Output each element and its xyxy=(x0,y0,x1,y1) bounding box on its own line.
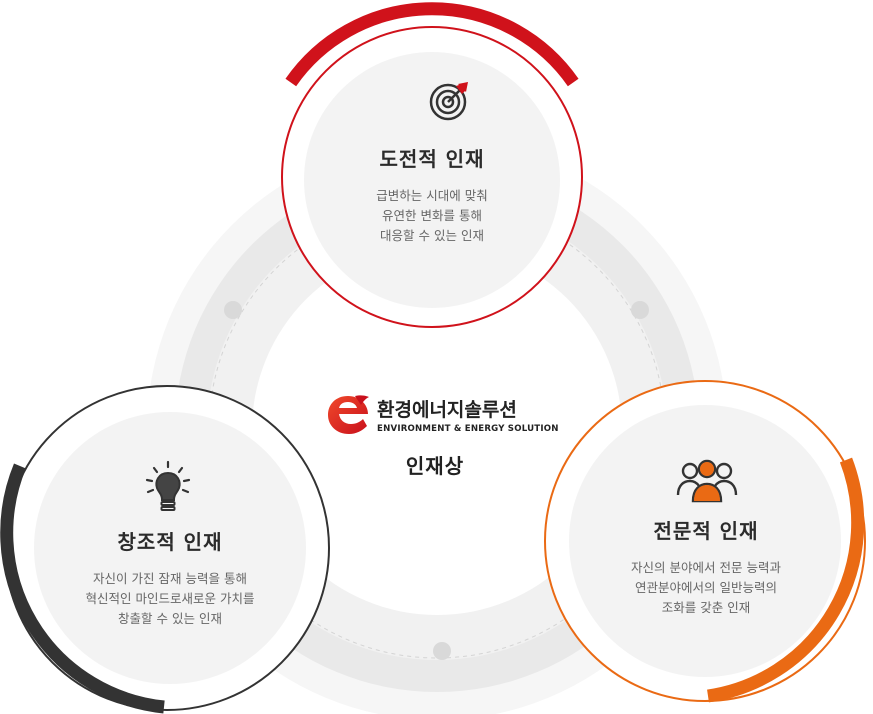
desc-line: 연관분야에서의 일반능력의 xyxy=(635,580,777,595)
desc-line: 대응할 수 있는 인재 xyxy=(380,228,484,243)
expert-desc: 자신의 분야에서 전문 능력과 연관분야에서의 일반능력의 조화를 갖춘 인재 xyxy=(596,558,816,618)
challenge-desc: 급변하는 시대에 맞춰 유연한 변화를 통해 대응할 수 있는 인재 xyxy=(332,186,532,246)
expert-card: 전문적 인재 자신의 분야에서 전문 능력과 연관분야에서의 일반능력의 조화를… xyxy=(596,515,816,618)
desc-line: 조화를 갖춘 인재 xyxy=(661,600,751,615)
creative-circle xyxy=(0,385,330,714)
orbit-dot xyxy=(224,301,242,319)
logo-mark-icon xyxy=(328,395,369,434)
desc-line: 유연한 변화를 통해 xyxy=(382,208,482,223)
expert-circle xyxy=(544,380,866,703)
creative-card: 창조적 인재 자신이 가진 잠재 능력을 통해 혁신적인 마인드로새로운 가치를… xyxy=(60,526,280,629)
desc-line: 자신의 분야에서 전문 능력과 xyxy=(631,560,781,575)
challenge-thick-arc xyxy=(285,2,579,87)
lightbulb-icon xyxy=(145,460,191,511)
orbit-dot xyxy=(433,642,451,660)
expert-title: 전문적 인재 xyxy=(653,519,759,543)
brand-subtitle: ENVIRONMENT & ENERGY SOLUTION xyxy=(377,424,559,434)
orbit-dot xyxy=(631,301,649,319)
target-icon xyxy=(429,82,468,121)
team-icon xyxy=(676,459,738,503)
challenge-title: 도전적 인재 xyxy=(379,147,485,171)
creative-desc: 자신이 가진 잠재 능력을 통해 혁신적인 마인드로새로운 가치를 창출할 수 … xyxy=(60,569,280,629)
center-caption: 인재상 xyxy=(405,454,465,478)
creative-thick-arc xyxy=(0,463,165,714)
expert-thick-arc xyxy=(707,457,865,703)
challenge-circle xyxy=(281,2,583,328)
desc-line: 자신이 가진 잠재 능력을 통해 xyxy=(93,571,247,586)
desc-line: 혁신적인 마인드로새로운 가치를 xyxy=(85,591,255,606)
creative-title: 창조적 인재 xyxy=(117,530,223,554)
desc-line: 창출할 수 있는 인재 xyxy=(118,611,222,626)
center-disc xyxy=(252,245,622,615)
challenge-card: 도전적 인재 급변하는 시대에 맞춰 유연한 변화를 통해 대응할 수 있는 인… xyxy=(332,143,532,246)
desc-line: 급변하는 시대에 맞춰 xyxy=(376,188,488,203)
brand-name: 환경에너지솔루션 xyxy=(377,399,517,421)
